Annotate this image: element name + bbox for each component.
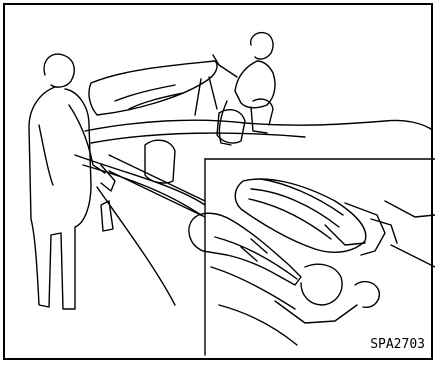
people-removing-soft-top-illustration xyxy=(5,5,435,362)
illustration-frame: SPA2703 xyxy=(3,3,433,360)
figure-code-label: SPA2703 xyxy=(370,337,425,352)
